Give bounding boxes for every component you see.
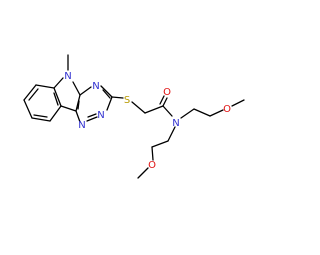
atom-amide-nitrogen: N [172, 118, 179, 129]
atom-carbonyl-oxygen: O [163, 87, 171, 98]
bond [75, 110, 81, 123]
bond [53, 87, 62, 107]
bond [35, 84, 55, 89]
bond-double-inner [33, 114, 48, 118]
bond [180, 108, 195, 119]
bond [209, 109, 224, 117]
bond [193, 108, 211, 117]
bond-methyl [137, 167, 149, 179]
atom-ether-oxygen-upper: O [223, 104, 231, 115]
bond [75, 94, 81, 112]
atom-n-triazine-top: N [92, 81, 99, 92]
bond-double [102, 89, 111, 99]
bond [151, 146, 154, 161]
bond [86, 116, 98, 122]
bond [49, 105, 62, 122]
bond [167, 126, 176, 142]
bond [72, 81, 81, 96]
bond [100, 85, 113, 98]
bond [151, 140, 169, 148]
bond [162, 105, 173, 117]
bond-double-inner [53, 92, 59, 106]
bond-double [77, 100, 80, 110]
structure-diagram: N N N N S O N O O [23, 54, 245, 179]
bond [31, 117, 51, 122]
atom-sulfur: S [124, 95, 130, 106]
bond-double [87, 113, 97, 118]
bond-lines [23, 54, 245, 179]
bond [23, 84, 37, 101]
bond [60, 105, 77, 112]
bond-carbonyl [159, 95, 165, 105]
bond [23, 99, 33, 119]
bond [144, 105, 164, 114]
bond [131, 101, 146, 114]
atom-n-triazine-bottom-right: N [97, 110, 104, 121]
bond-carbonyl [162, 97, 168, 107]
bond [79, 86, 92, 96]
molecule-svg: N N N N S O N O O [23, 54, 245, 179]
bond [111, 96, 124, 99]
atom-n-triazine-bottom-left: N [78, 120, 85, 131]
bond-methyl [231, 99, 245, 107]
bond [106, 96, 113, 111]
atom-ether-oxygen-lower: O [148, 160, 156, 171]
atom-n-methyl: N [64, 71, 71, 82]
atom-labels: N N N N S O N O O [64, 71, 231, 171]
bond-double-inner [28, 88, 39, 101]
bond [53, 77, 64, 89]
